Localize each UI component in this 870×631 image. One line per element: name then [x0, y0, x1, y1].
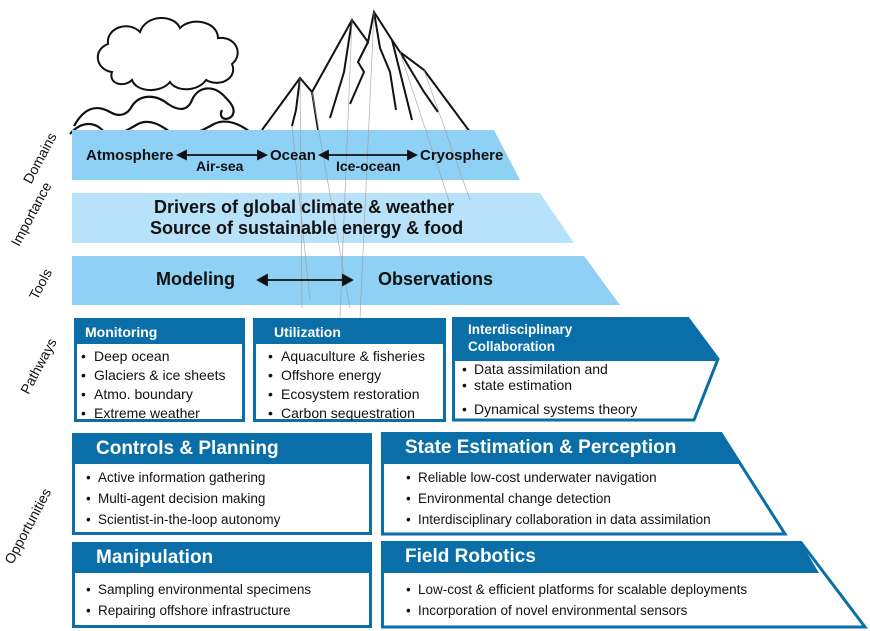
list-item: Dynamical systems theory [462, 400, 637, 418]
pathway-monitoring-title: Monitoring [77, 321, 242, 344]
list-item: Multi-agent decision making [86, 488, 280, 509]
pathway-interdisciplinary-list: Data assimilation and state estimation [462, 361, 608, 393]
list-item: Offshore energy [268, 366, 443, 385]
list-item: Scientist-in-the-loop autonomy [86, 509, 280, 530]
domain-cryosphere: Cryosphere [420, 147, 504, 164]
pathway-monitoring-list: Deep ocean Glaciers & ice sheets Atmo. b… [77, 344, 242, 423]
list-item: Aquaculture & fisheries [268, 347, 443, 366]
opportunity-field-robotics-title: Field Robotics [405, 546, 536, 567]
opportunity-state-estimation-list: Reliable low-cost underwater navigation … [406, 467, 711, 530]
list-item: Sampling environmental specimens [86, 579, 311, 600]
band-importance [72, 193, 574, 243]
tools-modeling: Modeling [156, 269, 235, 289]
opportunity-field-robotics-shape [381, 541, 869, 629]
mountain-icon [261, 9, 471, 133]
opportunity-controls-list: Active information gathering Multi-agent… [86, 467, 280, 530]
pathway-interdisciplinary-shape [452, 317, 720, 422]
list-item: Interdisciplinary collaboration in data … [406, 509, 711, 530]
opportunity-controls-title: Controls & Planning [72, 433, 372, 464]
pathway-utilization-box: Utilization Aquaculture & fisheries Offs… [253, 318, 446, 423]
list-item: Carbon sequestration [268, 404, 443, 423]
list-item: Reliable low-cost underwater navigation [406, 467, 711, 488]
pathway-monitoring-box: Monitoring Deep ocean Glaciers & ice she… [74, 318, 245, 423]
domain-ocean: Ocean [270, 147, 316, 164]
list-item: Incorporation of novel environmental sen… [406, 600, 747, 621]
list-item: Extreme weather [81, 404, 242, 423]
cloud-icon [97, 17, 239, 91]
domain-air-sea: Air-sea [196, 158, 244, 174]
list-item-continuation: state estimation [462, 377, 608, 393]
list-item: Repairing offshore infrastructure [86, 600, 311, 621]
pathway-interdisciplinary-title-2: Collaboration [468, 339, 555, 354]
pathway-interdisciplinary-title-1: Interdisciplinary [468, 322, 573, 337]
list-item: Active information gathering [86, 467, 280, 488]
importance-line-2: Source of sustainable energy & food [150, 218, 464, 238]
pathway-utilization-title: Utilization [256, 321, 443, 344]
opportunity-state-estimation-shape [381, 432, 788, 536]
pathway-utilization-list: Aquaculture & fisheries Offshore energy … [256, 344, 443, 423]
domain-atmosphere: Atmosphere [86, 147, 174, 164]
list-item: Data assimilation and [462, 361, 608, 377]
list-item: Deep ocean [81, 347, 242, 366]
opportunity-manipulation-list: Sampling environmental specimens Repairi… [86, 579, 311, 621]
domain-ice-ocean: Ice-ocean [336, 158, 401, 174]
opportunity-field-robotics-list: Low-cost & efficient platforms for scala… [406, 579, 747, 621]
list-item: Glaciers & ice sheets [81, 366, 242, 385]
importance-line-1: Drivers of global climate & weather [154, 197, 455, 217]
list-item: Atmo. boundary [81, 385, 242, 404]
band-domains [72, 130, 520, 180]
list-item: Environmental change detection [406, 488, 711, 509]
waves-icon [69, 87, 271, 137]
list-item: Ecosystem restoration [268, 385, 443, 404]
list-item: Low-cost & efficient platforms for scala… [406, 579, 747, 600]
tools-observations: Observations [378, 269, 494, 289]
opportunity-state-estimation-title: State Estimation & Perception [405, 437, 677, 458]
opportunity-manipulation-title: Manipulation [72, 542, 372, 573]
pathway-interdisciplinary-list-b: Dynamical systems theory [462, 400, 637, 418]
